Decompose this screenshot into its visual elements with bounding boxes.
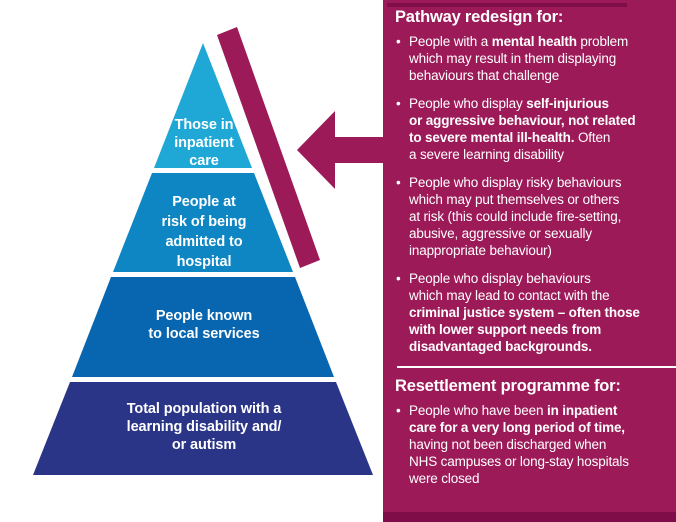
pyramid-tier-1-shape: [154, 43, 252, 168]
pyramid-shapes-svg: [33, 27, 395, 475]
info-panel: Pathway redesign for: People with a ment…: [383, 0, 676, 522]
bullet-item: People who display behaviours which may …: [395, 270, 666, 355]
bullet-item: People who display self-injurious or agg…: [395, 95, 666, 163]
left-pointing-arrow: [297, 111, 395, 189]
pyramid-tier-3-shape: [72, 277, 334, 377]
resettlement-section: Resettlement programme for: People who h…: [395, 377, 666, 487]
bullet-item: People with a mental health problem whic…: [395, 33, 666, 84]
panel-top-accent: [387, 3, 627, 7]
tier-label-risk-of-admission: People at risk of being admitted to hosp…: [161, 194, 247, 270]
resettlement-bullet-list: People who have been in inpatient care f…: [395, 402, 666, 487]
section-divider: [397, 366, 676, 368]
pyramid-tier-2-shape: [113, 173, 293, 272]
tier-label-total-population: Total population with a learning disabil…: [126, 401, 282, 453]
panel-bottom-accent: [383, 512, 676, 522]
tier-label-inpatient-care: Those in inpatient care: [174, 117, 234, 169]
pyramid-graphic: Those in inpatient care People at risk o…: [33, 27, 395, 475]
resettlement-heading: Resettlement programme for:: [395, 377, 621, 395]
pathway-redesign-section: Pathway redesign for: People with a ment…: [395, 8, 666, 355]
pathway-redesign-bullet-list: People with a mental health problem whic…: [395, 33, 666, 355]
bullet-item: People who have been in inpatient care f…: [395, 402, 666, 487]
bullet-item: People who display risky behaviours whic…: [395, 174, 666, 259]
pyramid-tier-4-shape: [33, 382, 373, 475]
pathway-redesign-heading: Pathway redesign for:: [395, 8, 564, 26]
diagonal-bar-shape: [217, 27, 320, 268]
tier-label-known-to-services: People known to local services: [148, 308, 260, 342]
